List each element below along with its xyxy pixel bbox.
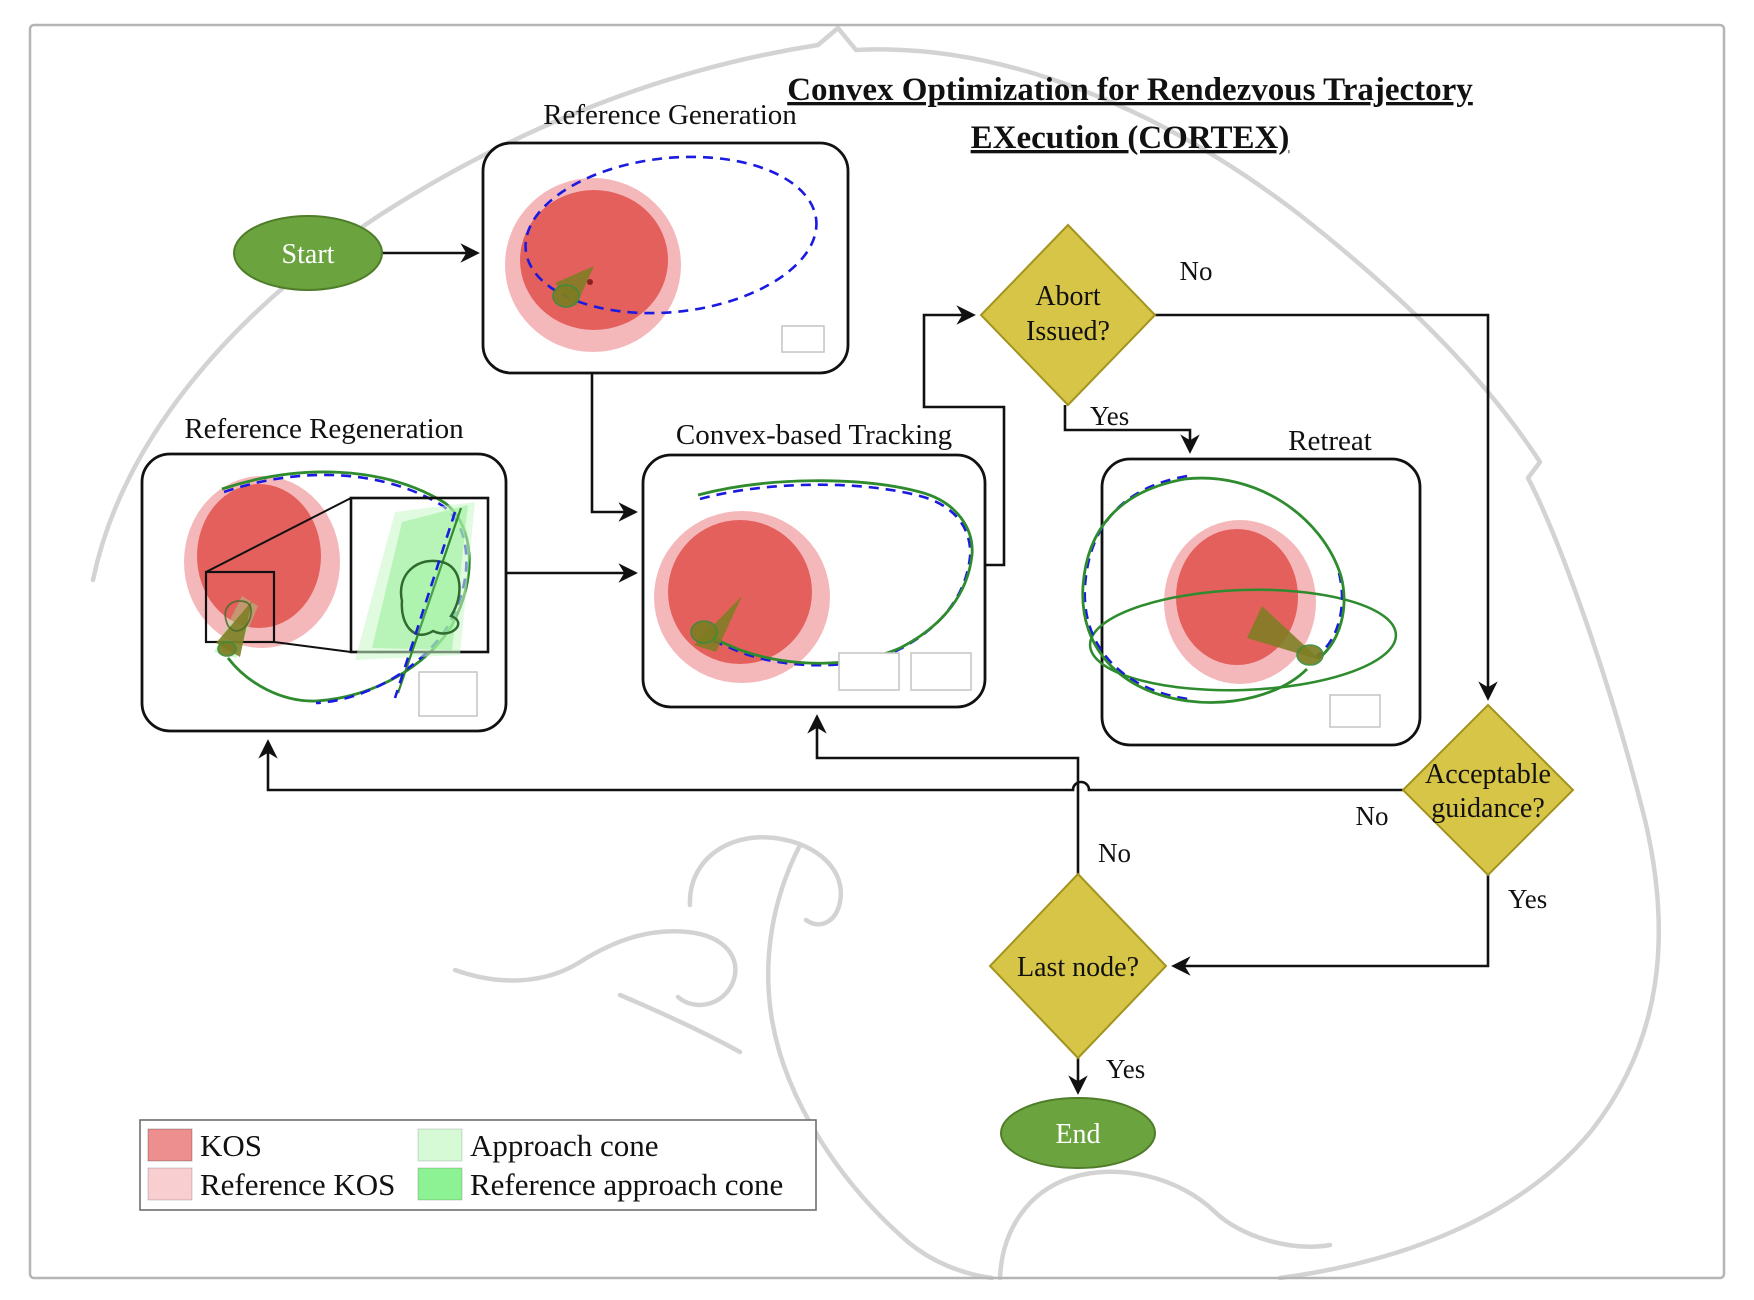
zoom-callout-line-bottom	[273, 641, 352, 653]
reference-trajectory-dashed	[524, 155, 818, 315]
abort-diamond	[979, 223, 1157, 407]
edge-acceptable-yes-to-lastnode	[1171, 875, 1490, 976]
legend-label-kos: KOS	[200, 1128, 262, 1163]
chaser-dot	[587, 279, 593, 285]
end-node: End	[1000, 1097, 1156, 1169]
edge-refgen-to-tracking	[590, 373, 638, 522]
reference-generation-title: Reference Generation	[543, 99, 797, 131]
last-node-decision: Last node?	[988, 872, 1168, 1060]
end-label: End	[1055, 1119, 1100, 1150]
convex-tracking-title: Convex-based Tracking	[676, 419, 952, 451]
edge-label-acceptable-no: No	[1356, 801, 1389, 831]
abort-decision: Abort Issued?	[979, 223, 1157, 407]
plot-legend-placeholder	[910, 652, 972, 691]
brain-stem-left	[766, 842, 995, 1281]
chaser-cone-base	[1296, 644, 1324, 666]
chaser-cone	[555, 266, 594, 306]
edge-label-abort-no: No	[1180, 256, 1213, 286]
legend-label-reference-kos: Reference KOS	[200, 1167, 395, 1202]
acceptable-label-line2: guidance?	[1431, 793, 1545, 824]
legend-swatch-reference-kos	[147, 1167, 193, 1201]
acceptable-guidance-decision: Acceptable guidance?	[1401, 703, 1575, 877]
brain-cortex-outline	[90, 25, 1662, 1281]
figure-border	[28, 23, 1726, 1280]
mini-cone-base	[217, 641, 237, 657]
zoom-callout-line-top	[205, 497, 352, 573]
reference-trajectory-dashed	[699, 483, 972, 667]
plot-legend-placeholder	[838, 652, 900, 691]
brain-outline-decoration	[90, 25, 1662, 1281]
legend-frame	[139, 1119, 817, 1211]
retreat-orbit-ellipse	[1088, 588, 1398, 692]
edge-label-acceptable-yes: Yes	[1508, 884, 1547, 914]
edge-acceptable-no-to-refregen	[258, 739, 1403, 792]
last-node-label: Last node?	[1017, 952, 1139, 983]
inset-dashed-line	[393, 511, 457, 699]
reference-trajectory-dashed	[223, 473, 468, 705]
edge-abort-no-to-acceptable	[1153, 313, 1498, 701]
plot-legend-placeholder	[1329, 694, 1381, 728]
kos-circle	[668, 520, 812, 664]
brain-fold-hook	[687, 834, 844, 927]
last-node-diamond	[988, 872, 1168, 1060]
brain-stem-right	[997, 1169, 1333, 1281]
actual-trajectory-left	[1081, 477, 1308, 704]
edge-abort-yes-to-retreat	[1063, 405, 1200, 454]
inset-green-line	[396, 507, 463, 694]
legend-label-reference-approach-cone: Reference approach cone	[470, 1167, 783, 1202]
figure-title-line2: EXecution (CORTEX)	[971, 120, 1290, 156]
legend-swatch-reference-approach-cone	[417, 1167, 463, 1201]
edge-label-abort-yes: Yes	[1090, 401, 1129, 431]
edge-label-lastnode-yes: Yes	[1106, 1054, 1145, 1084]
brain-fold-left	[452, 929, 738, 1008]
plot-legend-placeholder	[781, 325, 825, 353]
abort-label-line1: Abort	[1035, 281, 1101, 312]
start-label: Start	[282, 239, 335, 270]
edge-tracking-to-abort	[922, 305, 1006, 567]
chaser-cone-base	[690, 620, 718, 644]
reference-regeneration-title: Reference Regeneration	[184, 413, 464, 445]
flow-edges: No Yes No Yes No Yes	[258, 243, 1547, 1095]
spacecraft-outline-blob	[399, 559, 461, 636]
convex-tracking-box: Convex-based Tracking	[641, 419, 987, 709]
acceptable-label-line1: Acceptable	[1425, 759, 1551, 790]
edge-label-lastnode-no: No	[1098, 838, 1131, 868]
reference-generation-box: Reference Generation	[481, 99, 850, 375]
mini-spacecraft-blob	[224, 600, 252, 632]
legend-label-approach-cone: Approach cone	[470, 1128, 659, 1163]
kos-circle	[520, 190, 668, 330]
plot-legend-placeholder	[418, 671, 478, 717]
retreat-title: Retreat	[1288, 425, 1372, 457]
kos-circle	[197, 484, 321, 628]
chaser-cone-base	[552, 284, 580, 308]
brain-fold-small	[617, 992, 743, 1055]
actual-trajectory-right	[1184, 476, 1346, 661]
start-ellipse	[233, 215, 383, 291]
reference-regeneration-box: Reference Regeneration	[140, 413, 508, 733]
edge-lastnode-no-to-tracking	[807, 714, 1080, 874]
legend: KOS Reference KOS Approach cone Referenc…	[139, 1119, 817, 1211]
legend-swatch-approach-cone	[417, 1128, 463, 1162]
acceptable-guidance-diamond	[1401, 703, 1575, 877]
figure-title-line1: Convex Optimization for Rendezvous Traje…	[787, 72, 1473, 108]
end-ellipse	[1000, 1097, 1156, 1169]
abort-label-line2: Issued?	[1026, 316, 1110, 347]
approach-cone-shape	[372, 505, 468, 650]
figure-title: Convex Optimization for Rendezvous Traje…	[787, 72, 1473, 156]
start-node: Start	[233, 215, 383, 291]
retreat-box: Retreat	[1081, 425, 1422, 747]
legend-swatch-kos	[147, 1128, 193, 1162]
